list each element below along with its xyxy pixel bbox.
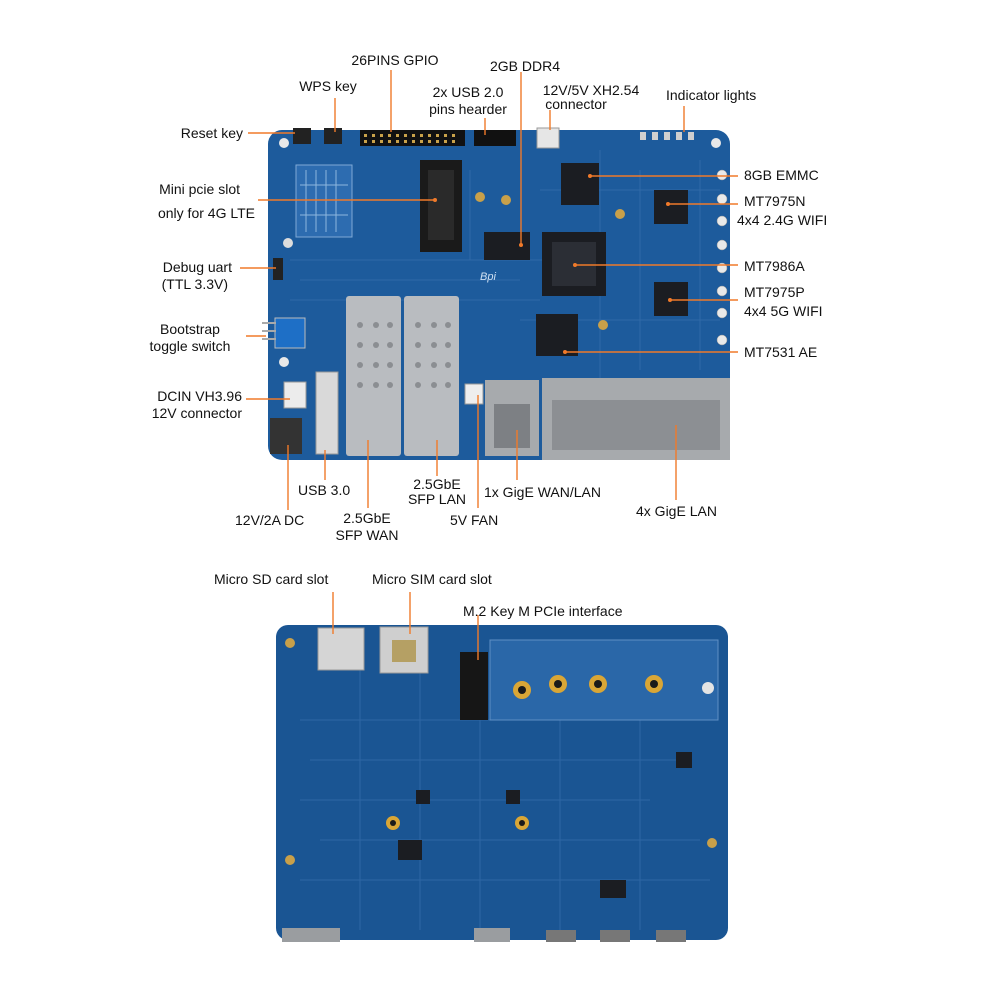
callout-usb2-line1: 2x USB 2.0 [432, 84, 504, 100]
bottom-pcb [276, 625, 728, 942]
callout-sfp-lan-line1: 2.5GbE [413, 476, 461, 492]
callout-minipcie-line1: Mini pcie slot [159, 181, 240, 197]
callout-sfp-lan-line2: SFP LAN [407, 491, 467, 507]
callout-sfp-wan-line1: 2.5GbE [343, 510, 391, 526]
callout-bootstrap-line2: toggle switch [149, 338, 231, 354]
callout-ddr: 2GB DDR4 [489, 58, 561, 74]
bottom-leader-lines [332, 592, 479, 660]
callout-emmc: 8GB EMMC [744, 167, 819, 183]
callout-mt7975n-line1: MT7975N [744, 193, 806, 209]
callout-mt7986a: MT7986A [744, 258, 805, 274]
callout-indicator-lights: Indicator lights [666, 87, 757, 103]
callout-microsd: Micro SD card slot [214, 571, 329, 587]
callout-mt7975p-line2: 4x4 5G WIFI [744, 303, 823, 319]
callout-uart-line2: (TTL 3.3V) [161, 276, 228, 292]
callout-wan-lan: 1x GigE WAN/LAN [484, 484, 601, 500]
top-leader-lines [240, 70, 738, 510]
callout-microsim: Micro SIM card slot [372, 571, 492, 587]
callout-minipcie-line2: only for 4G LTE [157, 205, 255, 221]
callout-power-conn-line1: 12V/5V XH2.54 [542, 82, 640, 98]
callout-m2: M.2 Key M PCIe interface [463, 603, 623, 619]
callout-bootstrap-line1: Bootstrap [160, 321, 220, 337]
callout-uart-line1: Debug uart [162, 259, 232, 275]
callout-mt7975n-line2: 4x4 2.4G WIFI [737, 212, 828, 228]
callout-usb3: USB 3.0 [298, 482, 351, 498]
callout-reset-key: Reset key [180, 125, 243, 141]
callout-wps-key: WPS key [299, 78, 357, 94]
callout-gige-lan: 4x GigE LAN [636, 503, 717, 519]
callout-power-conn-line2: connector [545, 96, 607, 112]
top-pcb: Bpi [262, 127, 730, 460]
svg-text:Bpi: Bpi [480, 271, 496, 283]
callout-dcin-line1: DCIN VH3.96 [157, 388, 242, 404]
callout-dc: 12V/2A DC [235, 512, 305, 528]
callout-mt7975p-line1: MT7975P [744, 284, 805, 300]
callout-sfp-wan-line2: SFP WAN [335, 527, 399, 543]
callout-mt7531: MT7531 AE [744, 344, 818, 360]
callout-dcin-line2: 12V connector [151, 405, 242, 421]
callout-gpio: 26PINS GPIO [351, 52, 439, 68]
callout-fan: 5V FAN [450, 512, 499, 528]
callout-usb2-line2: pins hearder [429, 101, 507, 117]
